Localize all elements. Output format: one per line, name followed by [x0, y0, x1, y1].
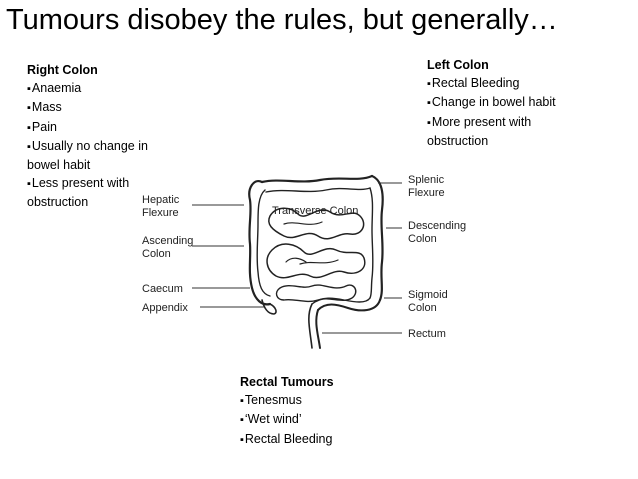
caecum-label: Caecum	[142, 283, 183, 295]
diagram-labels: Hepatic Flexure Ascending Colon Caecum A…	[142, 174, 466, 340]
colon-illustration	[248, 174, 384, 349]
rectal-tumours-bullet: ‘Wet wind’	[240, 410, 334, 429]
rectal-tumours-bullet: Rectal Bleeding	[240, 430, 334, 449]
ascending-colon-label: Ascending	[142, 235, 193, 247]
splenic-flexure-label: Flexure	[408, 187, 445, 199]
left-colon-continuation: obstruction	[427, 133, 489, 148]
right-colon-continuation: obstruction	[27, 195, 89, 210]
left-colon-notes: Left Colon Rectal Bleeding Change in bow…	[427, 56, 556, 150]
right-colon-bullet: Pain	[27, 118, 148, 137]
sigmoid-colon-label: Sigmoid	[408, 289, 448, 301]
slide-title: Tumours disobey the rules, but generally…	[6, 4, 558, 36]
left-colon-bullet: More present with	[427, 113, 556, 132]
rectal-tumours-bullet: Tenesmus	[240, 391, 334, 410]
rectal-tumours-notes: Rectal Tumours Tenesmus ‘Wet wind’ Recta…	[240, 373, 334, 449]
descending-colon-label: Descending	[408, 220, 466, 232]
appendix-label: Appendix	[142, 302, 188, 314]
right-colon-bullet: Usually no change in	[27, 137, 148, 156]
left-colon-bullet: Change in bowel habit	[427, 93, 556, 112]
left-colon-heading: Left Colon	[427, 58, 489, 72]
right-colon-heading: Right Colon	[27, 63, 98, 77]
hepatic-flexure-label: Hepatic	[142, 194, 180, 206]
descending-colon-label: Colon	[408, 233, 437, 245]
right-colon-notes: Right Colon Anaemia Mass Pain Usually no…	[27, 61, 148, 212]
left-colon-bullet: Rectal Bleeding	[427, 74, 556, 93]
right-colon-bullet: Mass	[27, 98, 148, 117]
right-colon-bullet: Anaemia	[27, 79, 148, 98]
transverse-colon-label: Transverse Colon	[272, 205, 358, 217]
ascending-colon-label: Colon	[142, 248, 171, 260]
right-colon-continuation: bowel habit	[27, 158, 91, 173]
splenic-flexure-label: Splenic	[408, 174, 445, 186]
leader-lines	[192, 182, 402, 334]
rectal-tumours-heading: Rectal Tumours	[240, 375, 334, 389]
hepatic-flexure-label: Flexure	[142, 207, 179, 219]
sigmoid-colon-label: Colon	[408, 302, 437, 314]
rectum-label: Rectum	[408, 328, 446, 340]
right-colon-bullet: Less present with	[27, 174, 148, 193]
